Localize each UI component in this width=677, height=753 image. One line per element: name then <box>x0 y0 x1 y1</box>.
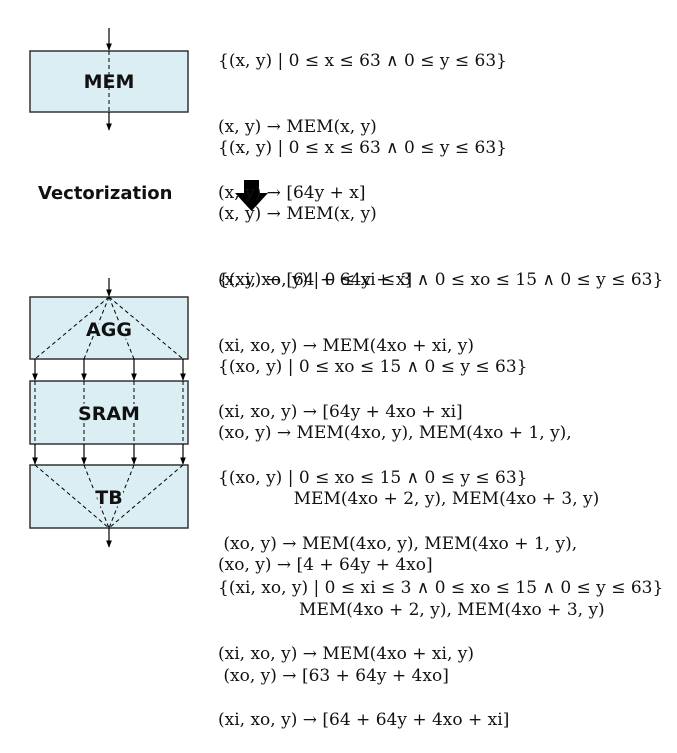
mem-write-equations: {(x, y) | 0 ≤ x ≤ 63 ∧ 0 ≤ y ≤ 63} (x, y… <box>218 93 507 313</box>
diagram-canvas: MEM Vectorization <box>29 28 268 548</box>
equation-line: (x, y) → [64 + 64y + x] <box>218 270 413 290</box>
equation-line: (xo, y) → MEM(4xo, y), MEM(4xo + 1, y), <box>218 534 578 554</box>
equation-line: (xi, xo, y) → MEM(4xo + xi, y) <box>218 336 474 356</box>
tb-box <box>29 464 189 529</box>
equation-line: (x, y) → MEM(x, y) <box>218 117 377 137</box>
sram-label: SRAM <box>78 403 140 425</box>
vectorization-label: Vectorization <box>38 183 172 204</box>
equation-line: (xi, xo, y) → MEM(4xo + xi, y) <box>218 644 474 664</box>
equation-line: {(xi, xo, y) | 0 ≤ xi ≤ 3 ∧ 0 ≤ xo ≤ 15 … <box>218 578 664 598</box>
equation-line: (x, y) → MEM(x, y) <box>218 204 377 224</box>
agg-to-sram-arrows <box>32 359 186 381</box>
equation-line: {(xo, y) | 0 ≤ xo ≤ 15 ∧ 0 ≤ y ≤ 63} <box>218 357 528 377</box>
agg-label: AGG <box>86 319 132 341</box>
tb-label: TB <box>95 487 122 509</box>
equation-line: {(xo, y) | 0 ≤ xo ≤ 15 ∧ 0 ≤ y ≤ 63} <box>218 468 528 488</box>
agg-box <box>29 296 189 360</box>
sram-lane-lines <box>34 381 184 444</box>
equation-line: (xo, y) → MEM(4xo, y), MEM(4xo + 1, y), <box>218 423 572 443</box>
mem-block: MEM <box>29 28 189 131</box>
mem-label: MEM <box>84 71 135 93</box>
hierarchy: AGG SRAM TB <box>29 278 189 548</box>
equation-line: (xi, xo, y) → [64 + 64y + 4xo + xi] <box>218 710 510 730</box>
sram-box <box>29 380 189 445</box>
equation-line: {(x, y) | 0 ≤ x ≤ 63 ∧ 0 ≤ y ≤ 63} <box>218 51 507 71</box>
mem-read-equations: {(x, y) | 0 ≤ x ≤ 63 ∧ 0 ≤ y ≤ 63} (x, y… <box>218 6 507 226</box>
equation-line: {(x, y) | 0 ≤ x ≤ 63 ∧ 0 ≤ y ≤ 63} <box>218 138 507 158</box>
vectorization-arrow-icon <box>235 180 268 211</box>
agg-to-sram-equations: {(xo, y) | 0 ≤ xo ≤ 15 ∧ 0 ≤ y ≤ 63} (xo… <box>218 312 599 598</box>
agg-fanout-lines <box>34 296 184 360</box>
equation-line: (xo, y) → [4 + 64y + 4xo] <box>218 555 433 575</box>
agg-input-equations: {(xi, xo, y) | 0 ≤ xi ≤ 3 ∧ 0 ≤ xo ≤ 15 … <box>218 225 663 445</box>
sram-to-tb-arrows <box>32 444 186 465</box>
tb-fanin-lines <box>34 464 184 529</box>
equation-line: (x, y) → [64y + x] <box>218 183 366 203</box>
equation-line: (xi, xo, y) → [64y + 4xo + xi] <box>218 402 463 422</box>
equation-line: {(xi, xo, y) | 0 ≤ xi ≤ 3 ∧ 0 ≤ xo ≤ 15 … <box>218 270 664 290</box>
tb-output-equations: {(xi, xo, y) | 0 ≤ xi ≤ 3 ∧ 0 ≤ xo ≤ 15 … <box>218 533 663 753</box>
equation-line: MEM(4xo + 2, y), MEM(4xo + 3, y) <box>218 489 600 509</box>
